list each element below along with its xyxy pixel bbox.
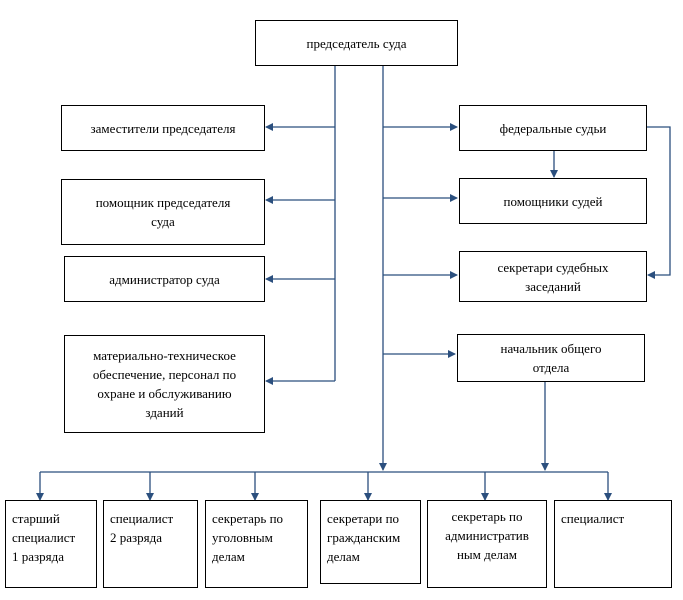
senior-specialist-label: старший специалист 1 разряда <box>12 511 76 564</box>
federal-judges-label: федеральные судьи <box>499 120 607 136</box>
specialist-2-label: специалист 2 разряда <box>110 511 174 545</box>
support-staff-label: материально-техническое обеспечение, пер… <box>92 348 237 420</box>
hearing-secretaries-box: секретари судебных заседаний <box>459 251 647 302</box>
civil-secretaries-box: секретари по гражданским делам <box>320 500 421 584</box>
judges-assistants-box: помощники судей <box>459 178 647 224</box>
senior-specialist-box: старший специалист 1 разряда <box>5 500 97 588</box>
deputies-label: заместители председателя <box>90 120 236 136</box>
criminal-secretary-box: секретарь по уголовным делам <box>205 500 308 588</box>
hearing-secretaries-label: секретари судебных заседаний <box>497 259 609 294</box>
civil-secretaries-label: секретари по гражданским делам <box>327 511 401 564</box>
criminal-secretary-label: секретарь по уголовным делам <box>212 511 284 564</box>
arrow-judges-to-secretaries <box>647 126 671 279</box>
support-staff-box: материально-техническое обеспечение, пер… <box>64 335 265 433</box>
general-dept-head-label: начальник общего отдела <box>500 341 602 375</box>
chairman-label: председатель суда <box>306 35 407 51</box>
general-dept-head-box: начальник общего отдела <box>457 334 645 382</box>
specialist-box: специалист <box>554 500 672 588</box>
admin-secretary-label: секретарь по административ ным делам <box>445 509 529 562</box>
chairman-box: председатель суда <box>255 20 458 66</box>
chairman-assistant-box: помощник председателя суда <box>61 179 265 245</box>
admin-secretary-box: секретарь по административ ным делам <box>427 500 547 588</box>
administrator-box: администратор суда <box>64 256 265 302</box>
specialist-label: специалист <box>561 511 625 526</box>
judges-assistants-label: помощники судей <box>503 193 603 209</box>
administrator-label: администратор суда <box>109 271 220 287</box>
specialist-2-box: специалист 2 разряда <box>103 500 198 588</box>
deputies-box: заместители председателя <box>61 105 265 151</box>
federal-judges-box: федеральные судьи <box>459 105 647 151</box>
chairman-assistant-label: помощник председателя суда <box>95 195 231 229</box>
